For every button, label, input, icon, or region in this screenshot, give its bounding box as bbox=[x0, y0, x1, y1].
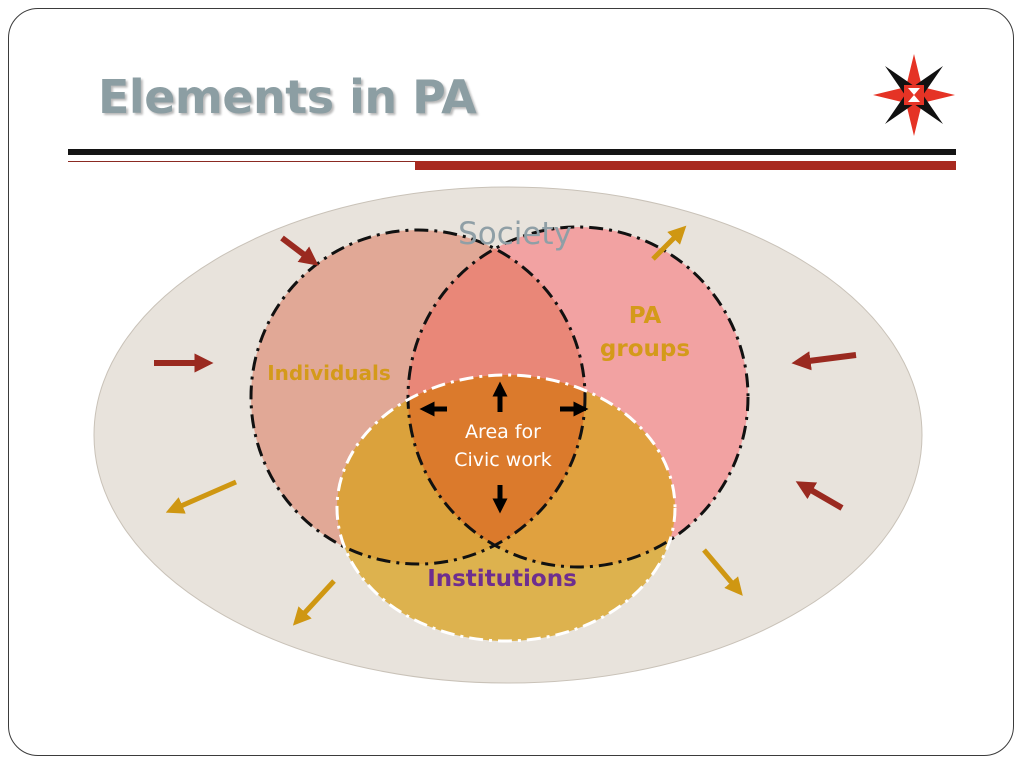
logo-hourglass bbox=[908, 88, 920, 102]
individuals-label: Individuals bbox=[267, 361, 391, 385]
outward-arrow-top-right bbox=[651, 225, 687, 261]
slide-title: Elements in PA bbox=[98, 70, 477, 124]
individuals-outline bbox=[249, 228, 587, 566]
inward-arrow-top-left bbox=[280, 235, 319, 266]
slide-frame bbox=[8, 8, 1014, 756]
star-emblem-icon bbox=[873, 54, 955, 136]
title-divider-thin bbox=[68, 161, 416, 162]
pa-groups-label-line2: groups bbox=[600, 336, 690, 362]
institutions-label: Institutions bbox=[427, 566, 577, 592]
pa-groups-outline bbox=[406, 225, 750, 569]
title-divider-red bbox=[415, 161, 956, 170]
inward-arrow-right bbox=[791, 351, 857, 371]
civic-work-label-line1: Area for bbox=[465, 421, 541, 443]
society-label: Society bbox=[458, 216, 572, 252]
outward-arrow-bottom-right bbox=[702, 548, 743, 596]
institutions-outline bbox=[335, 373, 677, 643]
outward-arrow-bottom-left bbox=[292, 579, 336, 626]
inward-arrow-bottom-right bbox=[795, 481, 844, 511]
civic-work-label-line2: Civic work bbox=[454, 449, 552, 471]
pa-groups-label-line1: PA bbox=[629, 303, 662, 329]
logo-center bbox=[904, 85, 924, 105]
title-divider-black bbox=[68, 149, 956, 155]
outward-arrow-left bbox=[165, 479, 237, 514]
